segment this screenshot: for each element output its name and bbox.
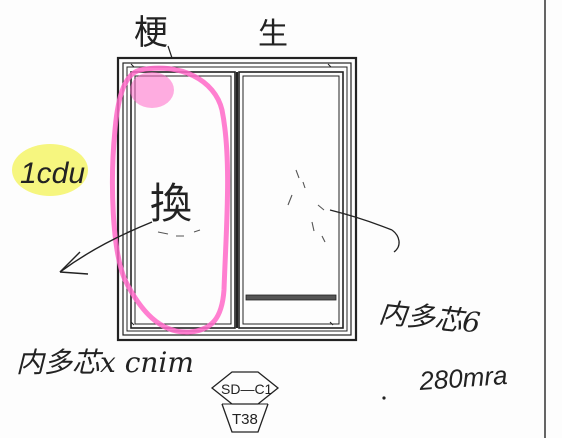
dot-mark: [382, 396, 386, 400]
center-mark-dashes: [157, 229, 201, 237]
right-leader: [329, 209, 400, 253]
header-right-char: 生: [258, 17, 288, 52]
window-frame: [116, 56, 358, 342]
glass-reflection-marks: [287, 169, 326, 243]
header-left-char: 梗: [134, 13, 168, 53]
bottom-left-note: 内多芯x cnim: [16, 346, 194, 379]
header-leader-line: [167, 45, 173, 59]
bottom-right-note-line2: 280mra: [417, 360, 508, 396]
stamp: [210, 371, 280, 433]
left-arrow: [59, 221, 153, 275]
left-note: 1cdu: [20, 157, 85, 190]
stamp-bottom-text: T38: [232, 411, 258, 428]
stamp-top-text: SD—C1: [221, 381, 273, 397]
yellow-highlight: [12, 144, 88, 196]
pink-highlight-loop: [109, 65, 231, 335]
center-mark: 換: [150, 179, 192, 228]
pink-highlight-blob: [130, 72, 174, 108]
bottom-right-note-line1: 内多芯6: [377, 296, 482, 339]
